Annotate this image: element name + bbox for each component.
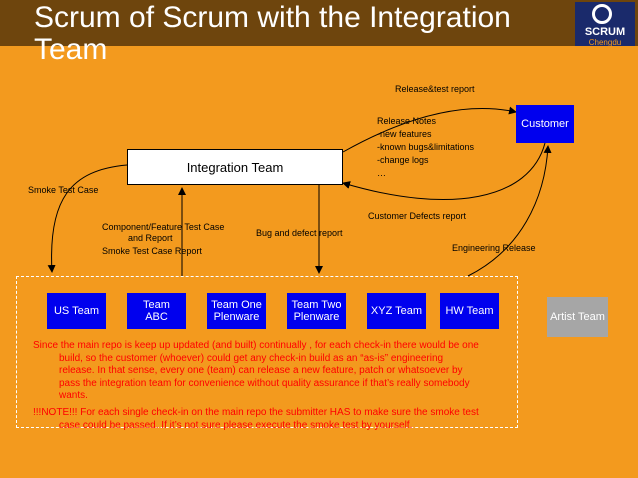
team-name-line2: Plenware [213, 311, 260, 323]
label-release-notes-2: -known bugs&limitations [377, 142, 475, 152]
logo-city: Chengdu [588, 38, 622, 47]
team-name: Team [143, 299, 170, 311]
logo-ring [592, 4, 612, 24]
arrow-defects-to-integration [342, 142, 546, 200]
label-smoke-test-case: Smoke Test Case [28, 185, 99, 195]
note-line: release. In that sense, every one (team)… [59, 365, 463, 376]
label-smoke-test-case-report: Smoke Test Case Report [102, 246, 202, 256]
team-box-abc: Team ABC [127, 293, 186, 329]
team-box-xyz: XYZ Team [367, 293, 426, 329]
team-name-line2: Plenware [293, 311, 340, 323]
label-component-test-case: Component/Feature Test Case [102, 222, 225, 232]
note-line: Since the main repo is keep up updated (… [33, 340, 479, 351]
team-name: Team Two [291, 299, 342, 311]
logo-brand: SCRUM [584, 26, 626, 38]
team-name: HW Team [445, 305, 494, 317]
note-line: build, so the customer (whoever) could g… [59, 352, 444, 364]
team-name: US Team [53, 305, 100, 317]
team-name: Team One [211, 299, 262, 311]
artist-team-box: Artist Team [547, 297, 608, 337]
customer-box: Customer [516, 105, 574, 143]
arrow-smoke-test-to-teams [47, 164, 128, 273]
label-engineering-release: Engineering Release [452, 243, 536, 253]
note-line: wants. [59, 390, 88, 401]
note-main-repo: Since the main repo is keep up updated (… [33, 340, 518, 403]
title-band [0, 0, 638, 46]
label-bug-defect-report: Bug and defect report [256, 228, 343, 238]
team-name: XYZ Team [370, 305, 423, 317]
team-name-line2: ABC [145, 311, 168, 323]
team-box-us: US Team [47, 293, 106, 329]
team-box-team-one: Team One Plenware [207, 293, 266, 329]
note-line: pass the integration team for convenienc… [59, 377, 470, 389]
label-customer-defects-report: Customer Defects report [368, 211, 467, 221]
page-title: Scrum of Scrum with the Integration Team [34, 1, 511, 66]
team-box-hw: HW Team [440, 293, 499, 329]
note-line: !!!NOTE!!! For each single check-in on t… [33, 407, 479, 418]
label-release-test-report: Release&test report [395, 84, 475, 94]
scrum-logo-icon: SCRUM Chengdu [575, 2, 635, 47]
arrow-release-to-customer [342, 106, 517, 153]
integration-team-box: Integration Team [127, 149, 343, 185]
team-box-team-two: Team Two Plenware [287, 293, 346, 329]
label-release-notes-1: -new features [377, 129, 432, 139]
arrow-engineering-release [467, 145, 552, 277]
label-and-report: and Report [128, 233, 173, 243]
label-release-notes-0: Release Notes [377, 116, 437, 126]
teams-frame [16, 276, 518, 428]
label-release-notes-3: -change logs [377, 155, 429, 165]
label-release-notes-4: … [377, 168, 386, 178]
note-smoke-test: !!!NOTE!!! For each single check-in on t… [33, 407, 523, 432]
note-line: case could be passed. If it’s not sure p… [59, 419, 413, 431]
